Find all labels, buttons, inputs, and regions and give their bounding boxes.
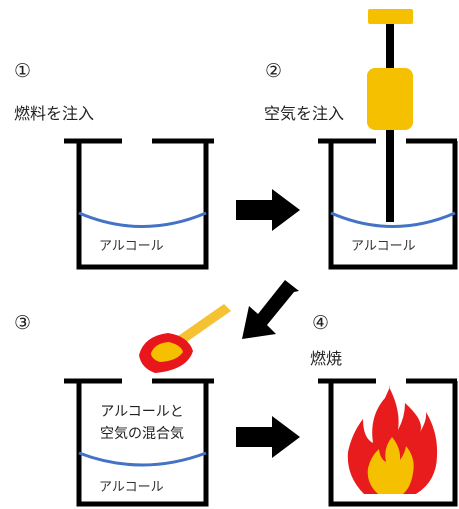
container-1-liquid-surface: [78, 211, 207, 228]
flame-icon: [347, 386, 438, 494]
container-2: [318, 138, 458, 270]
container-3-body: [76, 381, 209, 507]
step-4-caption: 燃焼: [310, 349, 343, 368]
container-2-body: [328, 141, 458, 270]
pump-icon: [367, 9, 413, 222]
step-3-mixture-line-1: アルコールと: [100, 404, 184, 420]
container-1: [64, 138, 214, 270]
step-1-number: ①: [14, 60, 32, 82]
step-3-liquid-label: アルコール: [99, 480, 164, 495]
container-3-liquid-surface: [78, 451, 207, 467]
step-2-number: ②: [265, 60, 283, 82]
container-4: [318, 378, 458, 507]
step-3-mixture-line-2: 空気の混合気: [100, 426, 184, 442]
step-2-caption: 空気を注入: [264, 104, 345, 123]
step-1-caption: 燃料を注入: [14, 104, 95, 123]
container-2-liquid-surface: [330, 211, 456, 228]
arrow-right-bottom-icon: [236, 416, 300, 458]
step-4-number: ④: [312, 312, 330, 334]
arrow-right-top-icon: [236, 189, 300, 231]
match-icon: [139, 304, 231, 373]
container-3: [64, 378, 214, 507]
arrow-diagonal-icon: [242, 280, 299, 339]
container-4-body: [328, 381, 458, 507]
step-3-number: ③: [14, 312, 32, 334]
container-1-body: [76, 141, 209, 270]
step-1-liquid-label: アルコール: [99, 239, 164, 254]
step-2-liquid-label: アルコール: [351, 239, 416, 254]
